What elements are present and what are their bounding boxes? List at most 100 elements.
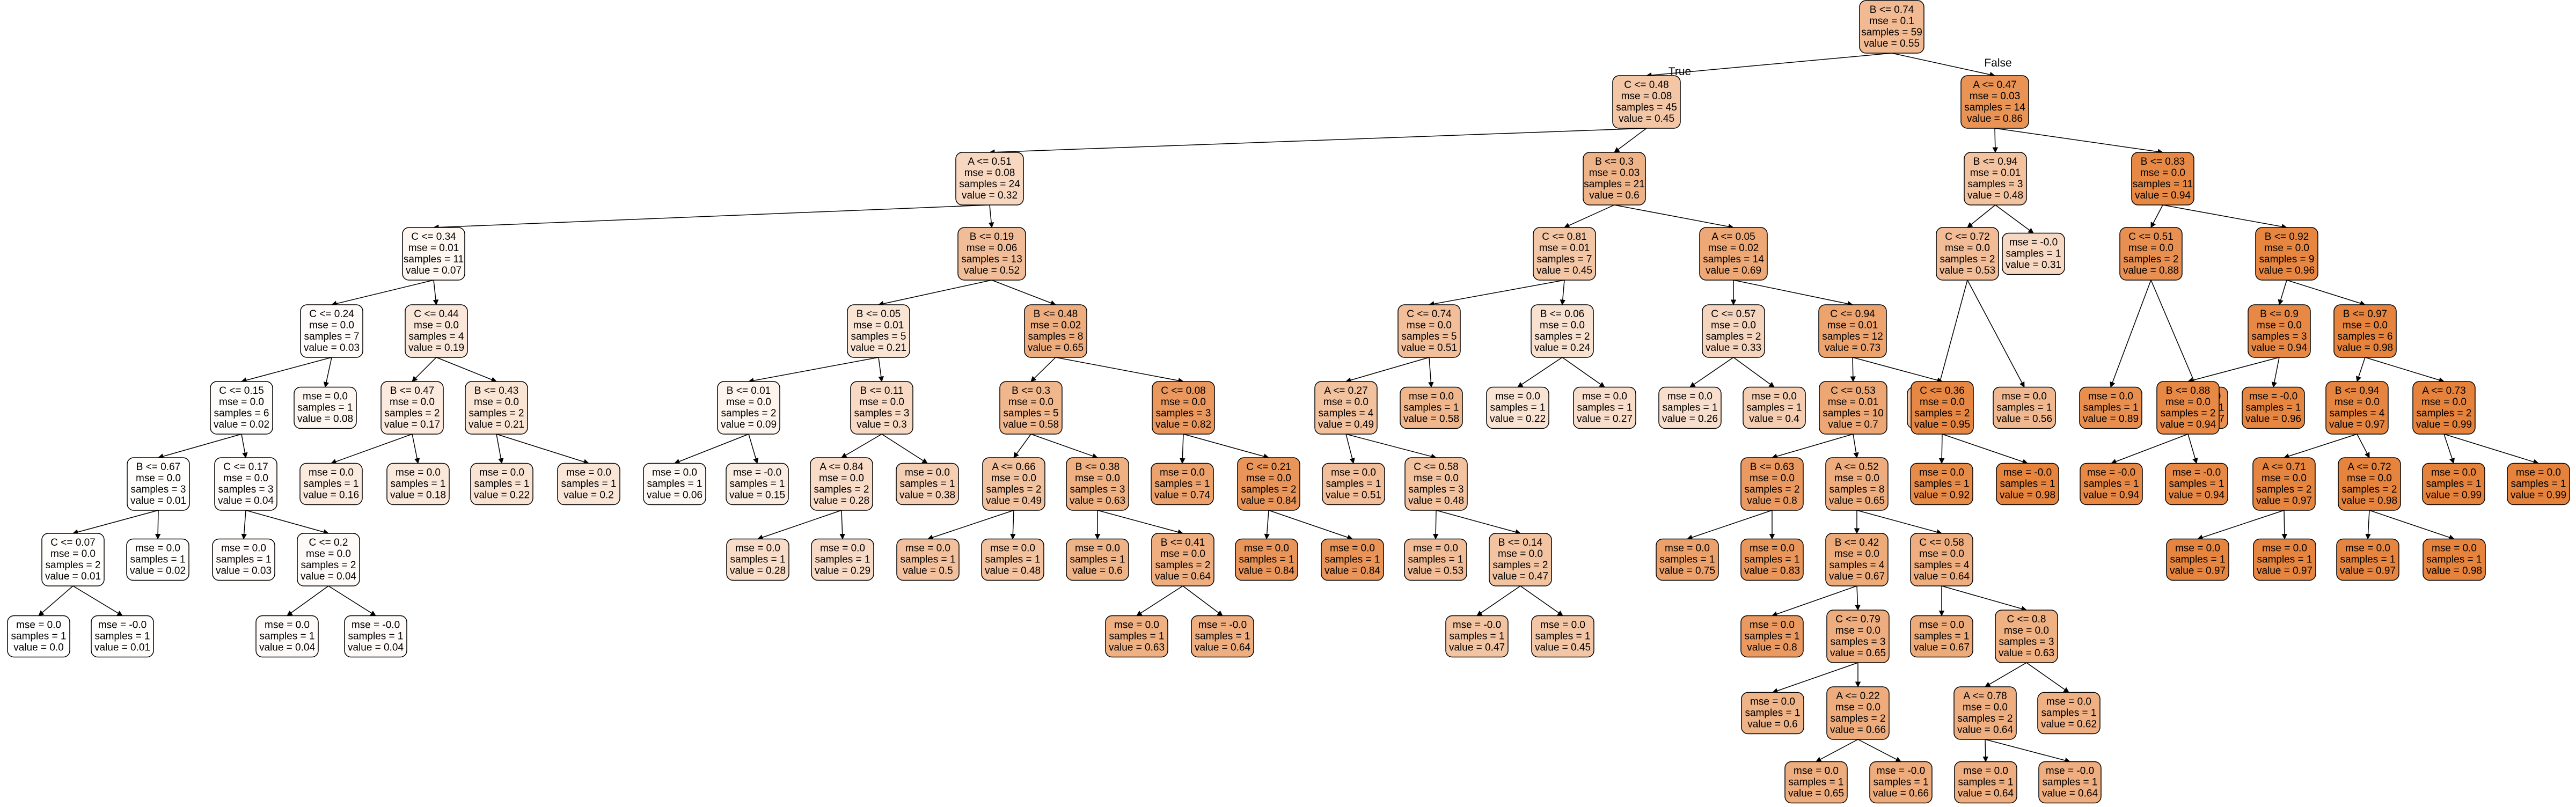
node-box bbox=[1699, 227, 1768, 281]
edge-n28-n48 bbox=[2365, 357, 2445, 383]
node-line: samples = 2 bbox=[2417, 408, 2472, 419]
node-box bbox=[1404, 538, 1467, 581]
node-line: value = 0.48 bbox=[1967, 190, 2023, 201]
node-line: mse = 0.06 bbox=[967, 243, 1018, 254]
node-line: samples = 1 bbox=[1109, 631, 1165, 642]
node-line: value = 0.48 bbox=[1408, 495, 1464, 507]
node-line: value = 0.66 bbox=[1873, 788, 1929, 799]
node-line: value = 0.95 bbox=[1914, 419, 1970, 430]
node-line: B <= 0.01 bbox=[727, 385, 771, 397]
node-line: mse = 0.0 bbox=[2165, 397, 2211, 408]
edge-n11-n23 bbox=[1937, 280, 1968, 388]
node-box bbox=[1859, 0, 1924, 54]
node-line: C <= 0.72 bbox=[1945, 231, 1989, 243]
node-box bbox=[811, 538, 874, 581]
node-line: mse = 0.0 bbox=[1323, 397, 1368, 408]
node-line: value = 0.02 bbox=[130, 566, 186, 577]
node-box bbox=[1996, 463, 2059, 505]
node-line: mse = -0.0 bbox=[1453, 620, 1501, 631]
node-line: value = 0.04 bbox=[348, 642, 404, 654]
node-line: mse = 0.0 bbox=[1407, 320, 1452, 331]
node-line: samples = 1 bbox=[1663, 402, 1718, 414]
node-box bbox=[2325, 381, 2389, 435]
node-line: mse = 0.0 bbox=[2004, 625, 2049, 636]
node-line: samples = 3 bbox=[1409, 484, 1464, 495]
edge-n5-n12 bbox=[1995, 204, 2034, 234]
node-line: mse = 0.0 bbox=[221, 543, 266, 554]
edge-n29-n50 bbox=[241, 434, 248, 459]
node-box bbox=[465, 381, 528, 435]
node-box bbox=[1612, 75, 1681, 129]
node-line: samples = 4 bbox=[1829, 560, 1885, 571]
node-line: mse = 0.0 bbox=[2128, 243, 2174, 254]
edge-n16-n32 bbox=[436, 357, 497, 383]
node-line: mse = 0.0 bbox=[652, 467, 697, 479]
node-line: A <= 0.22 bbox=[1836, 691, 1879, 702]
edge-n27-n46 bbox=[2271, 357, 2280, 388]
node-box bbox=[1489, 533, 1552, 586]
node-line: mse = 0.0 bbox=[1540, 620, 1585, 631]
edge-n88-n103 bbox=[1476, 585, 1521, 617]
node-line: value = 0.64 bbox=[1155, 571, 1211, 582]
node-line: mse = 0.0 bbox=[16, 620, 61, 631]
node-line: value = 0.58 bbox=[1403, 414, 1459, 425]
node-line: value = 0.97 bbox=[2257, 566, 2312, 577]
edge-n13-n26 bbox=[2150, 280, 2198, 388]
edge-n20-n40 bbox=[1562, 357, 1605, 388]
node-line: samples = 1 bbox=[2000, 479, 2055, 490]
node-box bbox=[255, 615, 319, 658]
node-box bbox=[1105, 615, 1168, 658]
edge-n65-n89 bbox=[1687, 510, 1773, 540]
node-line: value = 0.84 bbox=[1324, 566, 1380, 577]
node-line: value = 0.63 bbox=[1109, 642, 1165, 654]
node-box bbox=[214, 457, 277, 511]
node-line: samples = 2 bbox=[1831, 713, 1886, 724]
node-box bbox=[2422, 463, 2485, 505]
node-line: C <= 0.48 bbox=[1624, 79, 1668, 91]
node-line: mse = -0.0 bbox=[2249, 391, 2297, 402]
node-line: value = 0.45 bbox=[1619, 113, 1674, 124]
edge-n14-n28 bbox=[2286, 280, 2366, 306]
node-line: C <= 0.34 bbox=[411, 231, 456, 243]
node-line: mse = 0.0 bbox=[2002, 391, 2047, 402]
node-line: value = 0.49 bbox=[1318, 419, 1374, 430]
edge-n64-n88 bbox=[1436, 510, 1521, 535]
node-line: value = 0.07 bbox=[406, 265, 462, 276]
node-box bbox=[1397, 304, 1461, 358]
node-line: value = 0.67 bbox=[1829, 571, 1885, 582]
node-line: mse = 0.0 bbox=[2345, 543, 2390, 554]
node-box bbox=[91, 615, 154, 658]
edge-n33-n56 bbox=[748, 434, 759, 464]
node-line: mse = 0.0 bbox=[1945, 243, 1990, 254]
node-line: mse = 0.0 bbox=[2257, 320, 2302, 331]
node-line: samples = 7 bbox=[1537, 254, 1592, 265]
node-box bbox=[2002, 232, 2065, 275]
edge-n110-n114 bbox=[1857, 739, 1901, 762]
node-line: samples = 2 bbox=[2257, 484, 2312, 495]
node-box bbox=[2507, 463, 2570, 505]
node-box bbox=[380, 381, 444, 435]
node-line: C <= 0.79 bbox=[1835, 614, 1880, 625]
node-line: samples = 1 bbox=[2427, 554, 2482, 566]
edge-n19-n37 bbox=[1345, 357, 1430, 383]
edge-n72-n95 bbox=[2365, 510, 2371, 540]
node-box bbox=[1953, 686, 2017, 740]
node-line: mse = 0.0 bbox=[859, 397, 904, 408]
node-line: mse = 0.0 bbox=[1160, 548, 1205, 560]
edge-n37-n64 bbox=[1345, 434, 1437, 459]
